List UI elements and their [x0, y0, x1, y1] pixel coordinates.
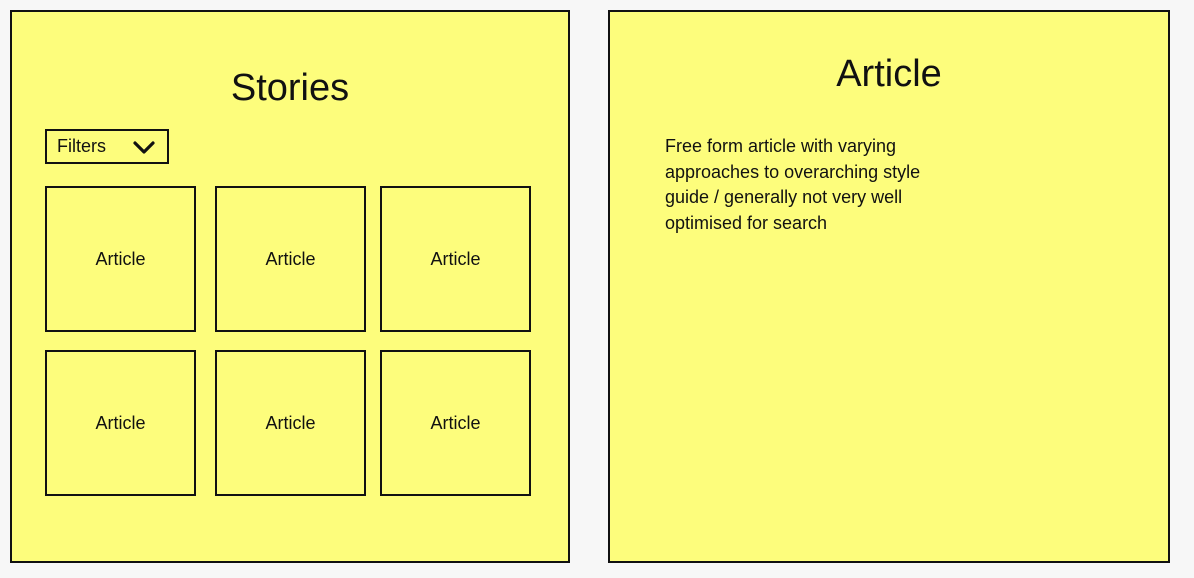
- article-card-label: Article: [265, 412, 316, 433]
- article-body-text: Free form article with varying approache…: [665, 136, 921, 233]
- article-card[interactable]: Article: [45, 186, 196, 332]
- article-card-label: Article: [265, 248, 316, 269]
- article-title: Article: [836, 53, 942, 95]
- article-card-label: Article: [95, 248, 146, 269]
- article-panel: Article Free form article with varying a…: [608, 10, 1170, 563]
- article-card-label: Article: [430, 412, 481, 433]
- filters-dropdown[interactable]: Filters: [45, 129, 169, 164]
- stories-title: Stories: [230, 67, 350, 109]
- article-card-label: Article: [430, 248, 481, 269]
- article-card[interactable]: Article: [215, 350, 366, 496]
- article-card[interactable]: Article: [45, 350, 196, 496]
- stories-panel: Stories Filters Article Article Article …: [10, 10, 570, 563]
- article-card[interactable]: Article: [380, 350, 531, 496]
- article-card[interactable]: Article: [380, 186, 531, 332]
- filters-label: Filters: [57, 136, 106, 156]
- article-card-label: Article: [95, 412, 146, 433]
- article-card[interactable]: Article: [215, 186, 366, 332]
- chevron-down-icon: [133, 141, 155, 154]
